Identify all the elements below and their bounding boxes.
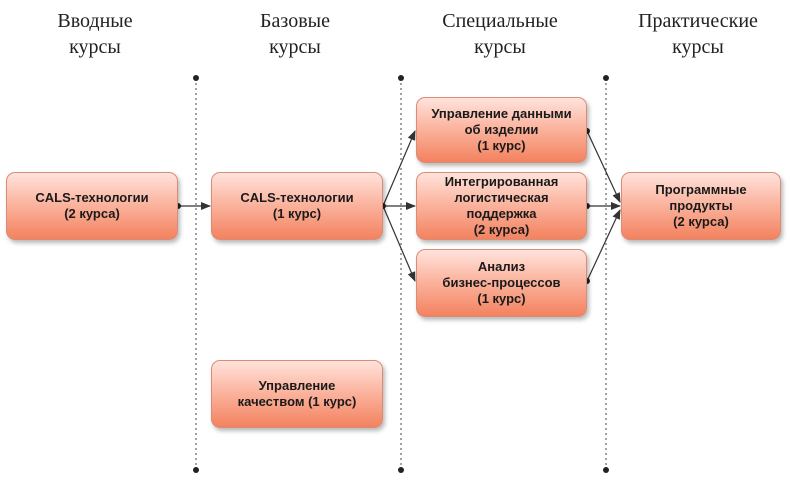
- node-practical: Программные продукты (2 курса): [621, 172, 781, 240]
- divider-2-top-dot: [398, 75, 404, 81]
- divider-1-bottom-dot: [193, 467, 199, 473]
- column-dividers: [195, 78, 607, 470]
- column-header-practical: Практические курсы: [638, 10, 758, 58]
- divider-2-bottom-dot: [398, 467, 404, 473]
- divider-3-top-dot: [603, 75, 609, 81]
- arrow-analysis-to-practical: [586, 209, 621, 282]
- arrow-base-to-data: [382, 130, 416, 207]
- arrow-base-to-analysis: [382, 205, 416, 282]
- node-spec-logistics: Интегрированная логистическая поддержка …: [416, 172, 587, 240]
- node-intro-cals: CALS-технологии (2 курса): [6, 172, 178, 240]
- column-header-intro: Вводные курсы: [57, 10, 133, 58]
- flow-arrows: [178, 130, 621, 282]
- divider-3-bottom-dot: [603, 467, 609, 473]
- divider-1-top-dot: [193, 75, 199, 81]
- node-base-cals: CALS-технологии (1 курс): [211, 172, 383, 240]
- node-spec-analysis: Анализ бизнес-процессов (1 курс): [416, 249, 587, 317]
- divider-endpoints: [193, 75, 609, 473]
- column-header-base: Базовые курсы: [260, 10, 330, 58]
- node-spec-data: Управление данными об изделии (1 курс): [416, 97, 587, 163]
- arrow-data-to-practical: [586, 130, 621, 203]
- node-base-quality: Управление качеством (1 курс): [211, 360, 383, 428]
- column-header-special: Специальные курсы: [442, 10, 558, 58]
